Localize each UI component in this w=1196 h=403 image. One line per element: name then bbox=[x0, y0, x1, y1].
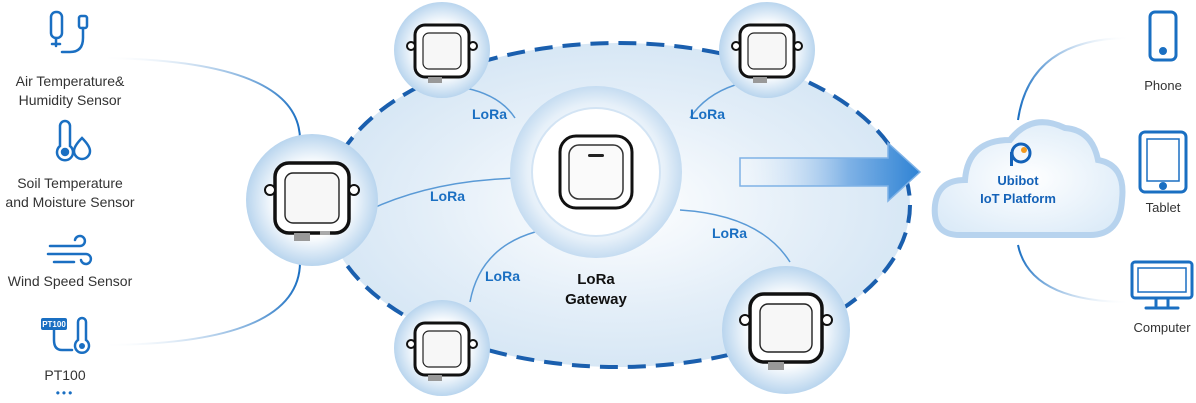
sensor-node-main bbox=[722, 266, 850, 394]
device-link-line bbox=[1017, 244, 1131, 303]
sensor-label-line: PT100 bbox=[44, 367, 86, 383]
pt100-badge: PT100 bbox=[42, 320, 66, 329]
sensor-label-line: Humidity Sensor bbox=[18, 92, 122, 108]
lora-link-line bbox=[364, 177, 521, 213]
wind-icon bbox=[46, 234, 93, 266]
lora-link-label: LoRa bbox=[712, 225, 747, 241]
sensor-node-main bbox=[246, 134, 378, 266]
gateway-label-line: Gateway bbox=[565, 291, 627, 308]
sensor-label-line: Soil Temperature bbox=[17, 175, 123, 191]
thermometer-droplet-icon bbox=[55, 119, 92, 162]
sensor-node bbox=[719, 2, 815, 98]
data-flow-arrow bbox=[739, 141, 922, 203]
lora-link-label: LoRa bbox=[430, 188, 465, 204]
gateway-label: LoRa Gateway bbox=[546, 270, 646, 310]
platform-name-line: IoT Platform bbox=[980, 191, 1056, 206]
tablet-icon bbox=[1138, 130, 1188, 194]
sensor-link-line bbox=[99, 57, 301, 141]
device-link-line bbox=[1017, 37, 1131, 121]
lora-link-label: LoRa bbox=[690, 106, 725, 122]
sensor-node bbox=[394, 2, 490, 98]
sensor-label-line: Wind Speed Sensor bbox=[7, 273, 133, 289]
lora-link-line bbox=[464, 87, 516, 119]
sensor-label-wind-speed: Wind Speed Sensor bbox=[0, 272, 140, 291]
platform-name-line: Ubibot bbox=[997, 173, 1039, 188]
temperature-humidity-probe-icon bbox=[49, 10, 89, 54]
sensor-label-soil-temp-moisture: Soil Temperature and Moisture Sensor bbox=[0, 174, 140, 212]
lora-link-line bbox=[469, 231, 536, 303]
sensor-label-air-temp-humidity: Air Temperature& Humidity Sensor bbox=[0, 72, 140, 110]
sensor-link-line bbox=[99, 261, 301, 346]
iot-platform-cloud bbox=[931, 119, 1126, 238]
more-sensors-indicator: ••• bbox=[55, 386, 75, 400]
lora-link-line bbox=[689, 84, 736, 119]
lora-gateway bbox=[510, 86, 682, 258]
device-label-phone: Phone bbox=[1144, 78, 1182, 93]
sensor-node bbox=[394, 300, 490, 396]
ubibot-logo-icon bbox=[1010, 142, 1032, 166]
sensor-label-pt100: PT100 bbox=[0, 366, 130, 385]
lora-link-line bbox=[679, 209, 791, 263]
lora-link-label: LoRa bbox=[472, 106, 507, 122]
lora-link-label: LoRa bbox=[485, 268, 520, 284]
device-label-tablet: Tablet bbox=[1145, 200, 1181, 215]
sensor-label-line: Air Temperature& bbox=[15, 73, 125, 89]
platform-label: Ubibot IoT Platform bbox=[958, 172, 1078, 208]
pt100-probe-icon: PT100 bbox=[41, 316, 91, 354]
sensor-label-line: and Moisture Sensor bbox=[5, 194, 135, 210]
computer-icon bbox=[1130, 260, 1194, 310]
gateway-label-line: LoRa bbox=[577, 271, 615, 288]
device-label-computer: Computer bbox=[1133, 320, 1191, 335]
phone-icon bbox=[1148, 10, 1178, 62]
